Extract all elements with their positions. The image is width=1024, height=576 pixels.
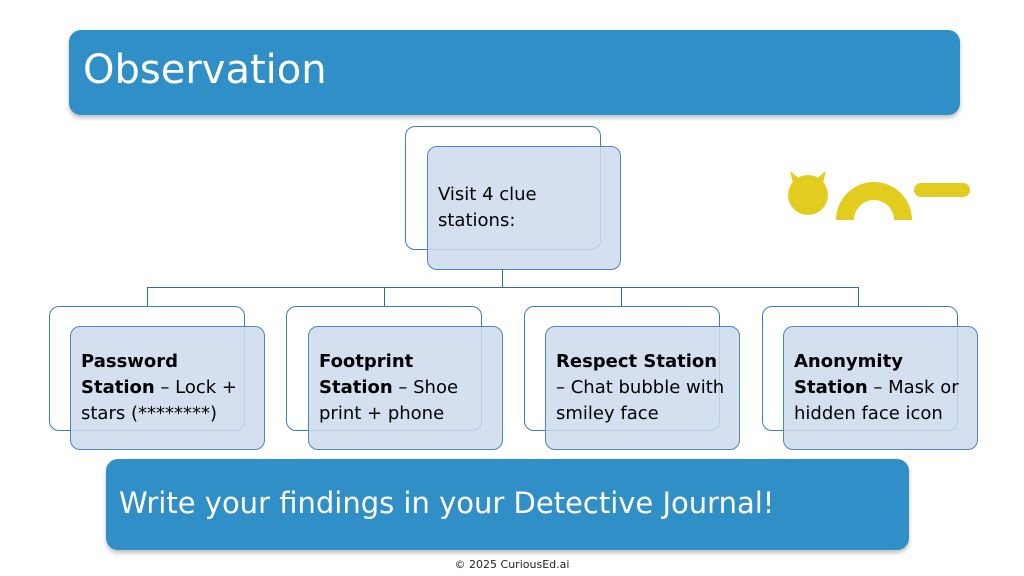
journal-banner: Write your findings in your Detective Jo… (106, 459, 909, 550)
connector-root-stem (502, 269, 503, 288)
station-text: Footprint Station – Shoe print + phone (319, 349, 492, 427)
station-text: Anonymity Station – Mask or hidden face … (794, 349, 967, 427)
copyright-footer: © 2025 CuriousEd.ai (454, 558, 570, 571)
connector-drop-3 (621, 287, 622, 306)
root-node-text: Visit 4 clue stations: (438, 182, 537, 234)
connector-drop-2 (384, 287, 385, 306)
root-line-2: stations: (438, 210, 516, 231)
title-banner: Observation (69, 30, 960, 115)
station-text: Respect Station – Chat bubble with smile… (556, 349, 729, 427)
page-title: Observation (83, 47, 327, 93)
station-card-password: Password Station – Lock + stars (*******… (70, 326, 265, 450)
station-text: Password Station – Lock + stars (*******… (81, 349, 254, 427)
root-line-1: Visit 4 clue (438, 184, 537, 205)
station-card-footprint: Footprint Station – Shoe print + phone (308, 326, 503, 450)
station-description: – Mask or hidden face icon (794, 377, 959, 424)
station-description: – Lock + stars (********) (81, 377, 237, 424)
station-card-anonymity: Anonymity Station – Mask or hidden face … (783, 326, 978, 450)
station-name: Footprint Station (319, 351, 414, 398)
station-name: Respect Station (556, 351, 718, 372)
station-description: – Shoe print + phone (319, 377, 459, 424)
connector-drop-1 (147, 287, 148, 306)
journal-banner-text: Write your findings in your Detective Jo… (119, 486, 775, 520)
connector-horizontal (147, 287, 858, 288)
cat-decoration-icon (788, 171, 970, 220)
connector-drop-4 (858, 287, 859, 306)
station-description: – Chat bubble with smiley face (556, 377, 725, 424)
station-name: Password Station (81, 351, 179, 398)
station-name: Anonymity Station (794, 351, 903, 398)
root-node: Visit 4 clue stations: (427, 146, 621, 270)
station-card-respect: Respect Station – Chat bubble with smile… (545, 326, 740, 450)
